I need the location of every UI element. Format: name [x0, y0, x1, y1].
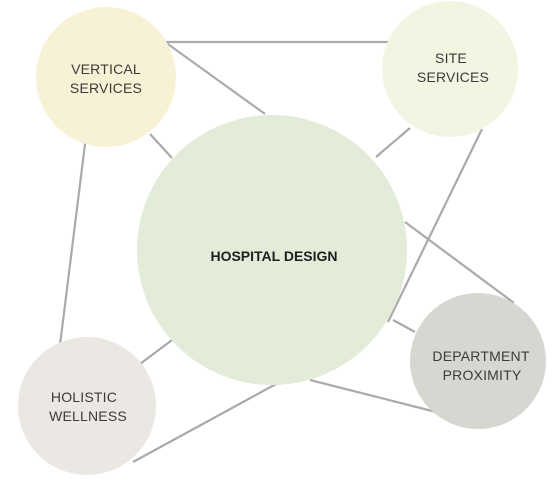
node-circle-site-services: [382, 1, 518, 137]
node-label-holistic-wellness-line2: WELLNESS: [49, 408, 127, 424]
node-circle-department-proximity: [410, 293, 546, 429]
node-label-site-services-line2: SERVICES: [417, 69, 489, 85]
connector-vertical-to-center-top: [164, 41, 266, 115]
connector-lines: [58, 40, 515, 463]
connector-center-to-department-mid: [392, 319, 416, 333]
connector-site-to-center-low: [387, 128, 483, 323]
node-circle-holistic-wellness: [18, 337, 156, 475]
node-label-vertical-services-line1: VERTICAL: [71, 61, 141, 77]
node-label-department-proximity-line2: PROXIMITY: [443, 367, 522, 383]
node-label-department-proximity-line1: DEPARTMENT: [432, 348, 529, 364]
connector-center-to-department-low: [309, 378, 437, 414]
connector-vertical-to-center: [149, 133, 173, 159]
node-label-site-services-line1: SITE: [435, 50, 467, 66]
node-circle-hospital-design: [137, 115, 407, 385]
connector-vertical-to-holistic: [58, 119, 90, 346]
center-title: HOSPITAL DESIGN: [210, 248, 337, 264]
node-circle-vertical-services: [36, 7, 176, 147]
node-label-holistic-wellness-line1: HOLISTIC: [51, 389, 117, 405]
connector-center-to-department-top: [404, 221, 515, 304]
node-label-vertical-services-line2: SERVICES: [70, 80, 142, 96]
connector-center-to-holistic-low: [132, 383, 277, 463]
connector-site-to-center: [375, 127, 411, 158]
connector-center-to-holistic: [139, 339, 173, 365]
